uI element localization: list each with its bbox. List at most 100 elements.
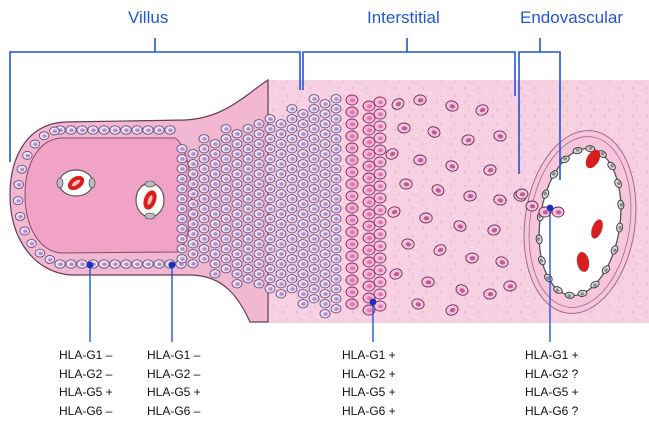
trophoblast-cell	[374, 157, 386, 167]
trophoblast-cell	[320, 210, 330, 218]
trophoblast-cell	[287, 105, 297, 113]
trophoblast-cell	[309, 255, 319, 263]
trophoblast-cell	[298, 120, 308, 128]
trophoblast-cell	[374, 133, 386, 143]
trophoblast-cell	[45, 255, 55, 263]
trophoblast-cell	[346, 227, 358, 237]
trophoblast-cell	[331, 155, 341, 163]
villus-title: Villus	[128, 8, 168, 28]
marker-line: HLA-G5 +	[59, 383, 113, 402]
trophoblast-cell	[188, 220, 198, 228]
villus-cytotrophoblast-dot	[87, 262, 94, 269]
trophoblast-cell	[309, 135, 319, 143]
marker-line: HLA-G2 –	[59, 365, 113, 384]
trophoblast-cell	[363, 113, 375, 123]
trophoblast-cell	[331, 165, 341, 173]
marker-column-villus-cytotrophoblast: HLA-G1 – HLA-G2 – HLA-G5 + HLA-G6 –	[59, 346, 113, 420]
trophoblast-cell	[77, 260, 87, 268]
trophoblast-cell	[346, 191, 358, 201]
trophoblast-cell	[331, 225, 341, 233]
trophoblast-cell	[232, 230, 242, 238]
trophoblast-cell	[154, 126, 164, 134]
trophoblast-cell	[221, 175, 231, 183]
trophoblast-cell	[221, 215, 231, 223]
trophoblast-cell	[374, 97, 386, 107]
trophoblast-cell	[298, 170, 308, 178]
trophoblast-cell	[232, 260, 242, 268]
trophoblast-cell	[243, 235, 253, 243]
trophoblast-cell	[552, 207, 564, 217]
trophoblast-cell	[143, 260, 153, 268]
trophoblast-cell	[309, 265, 319, 273]
trophoblast-cell	[298, 220, 308, 228]
trophoblast-cell	[298, 190, 308, 198]
trophoblast-cell	[276, 260, 286, 268]
marker-line: HLA-G6 +	[342, 402, 396, 421]
trophoblast-cell	[210, 190, 220, 198]
trophoblast-cell	[276, 190, 286, 198]
trophoblast-cell	[363, 233, 375, 243]
trophoblast-cell	[276, 120, 286, 128]
trophoblast-cell	[276, 240, 286, 248]
trophoblast-cell	[199, 145, 209, 153]
trophoblast-cell	[221, 205, 231, 213]
trophoblast-cell	[504, 281, 516, 291]
trophoblast-cell	[254, 190, 264, 198]
trophoblast-cell	[232, 250, 242, 258]
trophoblast-cell	[254, 250, 264, 258]
trophoblast-cell	[210, 200, 220, 208]
trophoblast-cell	[210, 240, 220, 248]
trophoblast-cell	[254, 220, 264, 228]
trophoblast-cell	[221, 265, 231, 273]
trophoblast-cell	[320, 120, 330, 128]
marker-line: HLA-G6 –	[59, 402, 113, 421]
trophoblast-cell	[232, 140, 242, 148]
trophoblast-cell	[309, 275, 319, 283]
trophoblast-cell	[331, 305, 341, 313]
trophoblast-cell	[287, 205, 297, 213]
trophoblast-cell	[210, 220, 220, 228]
marker-line: HLA-G1 –	[147, 346, 201, 365]
trophoblast-cell	[199, 155, 209, 163]
trophoblast-cell	[276, 280, 286, 288]
trophoblast-cell	[199, 165, 209, 173]
trophoblast-cell	[346, 239, 358, 249]
trophoblast-cell	[374, 265, 386, 275]
trophoblast-cell	[188, 210, 198, 218]
marker-column-interstitial: HLA-G1 + HLA-G2 + HLA-G5 + HLA-G6 +	[342, 346, 396, 420]
trophoblast-cell	[188, 240, 198, 248]
marker-line: HLA-G2 +	[342, 365, 396, 384]
trophoblast-cell	[199, 215, 209, 223]
marker-line: HLA-G5 +	[147, 383, 201, 402]
trophoblast-cell	[265, 195, 275, 203]
marker-line: HLA-G5 +	[342, 383, 396, 402]
trophoblast-cell	[331, 115, 341, 123]
trophoblast-cell	[374, 145, 386, 155]
trophoblast-cell	[287, 215, 297, 223]
trophoblast-cell	[331, 275, 341, 283]
trophoblast-cell	[374, 241, 386, 251]
trophoblast-cell	[346, 143, 358, 153]
trophoblast-cell	[331, 205, 341, 213]
trophoblast-cell	[243, 135, 253, 143]
trophoblast-cell	[346, 203, 358, 213]
trophoblast-cell	[346, 287, 358, 297]
trophoblast-cell	[320, 150, 330, 158]
trophoblast-cell	[331, 235, 341, 243]
trophoblast-cell	[265, 115, 275, 123]
trophoblast-cell	[210, 180, 220, 188]
trophoblast-cell	[276, 210, 286, 218]
trophoblast-cell	[243, 215, 253, 223]
trophoblast-cell	[177, 195, 187, 203]
trophoblast-cell	[320, 100, 330, 108]
trophoblast-cell	[287, 125, 297, 133]
trophoblast-cell	[265, 175, 275, 183]
trophoblast-cell	[276, 150, 286, 158]
trophoblast-cell	[320, 170, 330, 178]
trophoblast-cell	[298, 230, 308, 238]
trophoblast-cell	[287, 225, 297, 233]
trophoblast-cell	[287, 275, 297, 283]
trophoblast-cell	[298, 180, 308, 188]
trophoblast-cell	[110, 126, 120, 134]
trophoblast-cell	[210, 230, 220, 238]
